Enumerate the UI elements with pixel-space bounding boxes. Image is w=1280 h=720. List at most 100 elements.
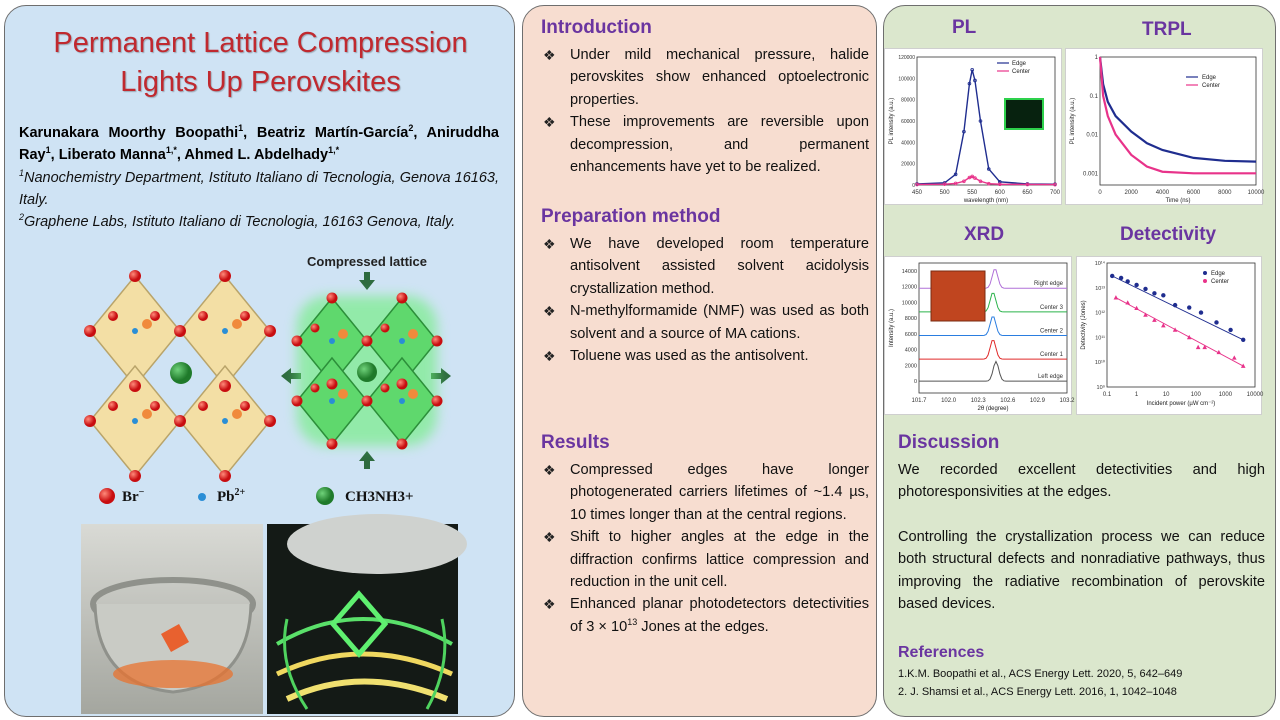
y-tick-label: 20000 [901,162,915,168]
data-point [970,67,974,72]
affiliation-2-text: Graphene Labs, Istituto Italiano di Tecn… [24,214,456,230]
xrd-trace [919,360,1067,382]
author-1-sup: 1 [238,123,244,134]
diamond-bullet-icon: ❖ [543,236,556,252]
legend-ma-swatch [316,487,334,505]
results-bullet-1-text: Compressed edges have longer photogenera… [570,462,869,523]
title-line-2: Lights Up Perovskites [120,66,401,98]
legend-label: Edge [1012,61,1027,67]
x-tick-label: 1 [1135,392,1139,398]
reference-1: 1.K.M. Boopathi et al., ACS Energy Lett.… [898,668,1183,680]
series-line-center [1098,56,1256,175]
data-point [970,174,974,179]
y-tick-label: 4000 [905,348,917,354]
crystal-structure-figure: Compressed lattice Br− P [84,254,451,505]
references-title: References [898,644,985,661]
title-line-1: Permanent Lattice Compression [53,27,468,59]
trace-label: Right edge [1034,281,1064,287]
legend-swatch [1203,271,1207,275]
y-tick-label: 10¹¹ [1095,335,1105,341]
data-point [1186,334,1192,340]
author-3-sup: 1 [45,145,51,156]
data-point [1161,323,1166,328]
legend-label: Center [1211,279,1229,285]
xrd-chart-title: XRD [964,224,1005,245]
data-point [1118,275,1124,281]
x-tick-label: 450 [912,190,923,196]
left-panel: Permanent Lattice Compression Lights Up … [4,5,515,717]
legend-br-label: Br− [122,487,145,505]
data-point [1053,182,1057,187]
preparation-bullet-3-text: Toluene was used as the antisolvent. [570,348,809,365]
data-point [1110,273,1115,279]
author-5-sup: 1,* [328,145,340,156]
legend-pb-swatch [198,493,206,501]
y-tick-label: 10000 [902,300,917,306]
preparation-bullet-3: ❖Toluene was used as the antisolvent. [541,345,869,367]
x-tick-label: 1000 [1219,392,1233,398]
y-tick-label: 2000 [905,363,917,369]
data-point [1134,305,1139,311]
discussion-paragraph-2: Controlling the crystallization process … [898,529,1265,613]
author-2: Beatriz Martín-García [256,125,409,141]
data-point [973,78,977,83]
author-2-sup: 2 [408,123,414,134]
data-point [973,176,977,180]
legend-swatch [1203,279,1207,283]
y-tick-label: 120000 [898,55,915,61]
data-point [1143,286,1148,292]
data-point [962,129,966,134]
data-point [962,179,966,184]
data-point [1152,291,1157,296]
y-tick-label: 0 [912,183,915,189]
plot-frame [918,262,1068,394]
inset-photo [930,270,986,322]
results-bullet-3: ❖Enhanced planar photodetectors detectiv… [541,593,869,638]
x-tick-label: 6000 [1187,190,1201,196]
y-tick-label: 10⁹ [1097,384,1105,391]
affiliation-2-sup: 2 [19,212,25,223]
legend-pb-label: Pb2+ [217,487,246,505]
data-point [953,172,958,177]
xrd-trace [919,340,1067,360]
y-axis-label: PL intensity (a.u.) [889,98,895,144]
diamond-bullet-icon: ❖ [543,303,556,320]
compressed-lattice-label: Compressed lattice [307,254,427,269]
data-point [1241,337,1246,343]
y-tick-label: 1 [1095,55,1099,61]
results-bullet-3-text-end: Jones at the edges. [637,618,769,635]
x-tick-label: 0.1 [1103,392,1112,398]
data-point [978,179,983,184]
fit-line [1112,275,1244,341]
x-tick-label: 102.3 [971,398,987,404]
discussion-paragraph-1: We recorded excellent detectivities and … [898,462,1265,501]
data-point [1228,327,1233,333]
data-point [967,81,972,86]
author-3: Aniruddha Ray [19,125,499,163]
y-tick-label: 60000 [901,119,915,125]
introduction-bullet-1: ❖Under mild mechanical pressure, halide … [541,44,869,111]
data-point [1214,320,1219,325]
x-tick-label: 10000 [1247,392,1264,398]
trace-label: Left edge [1038,374,1064,380]
plot-frame [1099,56,1257,186]
legend-label: Center [1012,69,1030,75]
y-tick-label: 0.001 [1083,171,1099,177]
data-point [1143,312,1148,317]
x-tick-label: 102.9 [1030,398,1046,404]
x-axis-label: 2θ (degree) [977,406,1008,412]
x-tick-label: 101.7 [911,398,927,404]
x-tick-label: 8000 [1218,190,1232,196]
author-list: Karunakara Moorthy Boopathi1, Beatriz Ma… [19,123,499,163]
detectivity-chart-title: Detectivity [1120,224,1217,245]
plot-frame [1106,262,1256,388]
data-point [986,181,991,186]
results-bullet-1: ❖Compressed edges have longer photogener… [541,459,869,526]
data-point [1187,305,1192,310]
x-axis-label: Time (ns) [1165,198,1190,204]
y-tick-label: 10¹⁴ [1095,260,1106,267]
x-axis-label: Incident power (µW cm⁻²) [1147,401,1216,407]
